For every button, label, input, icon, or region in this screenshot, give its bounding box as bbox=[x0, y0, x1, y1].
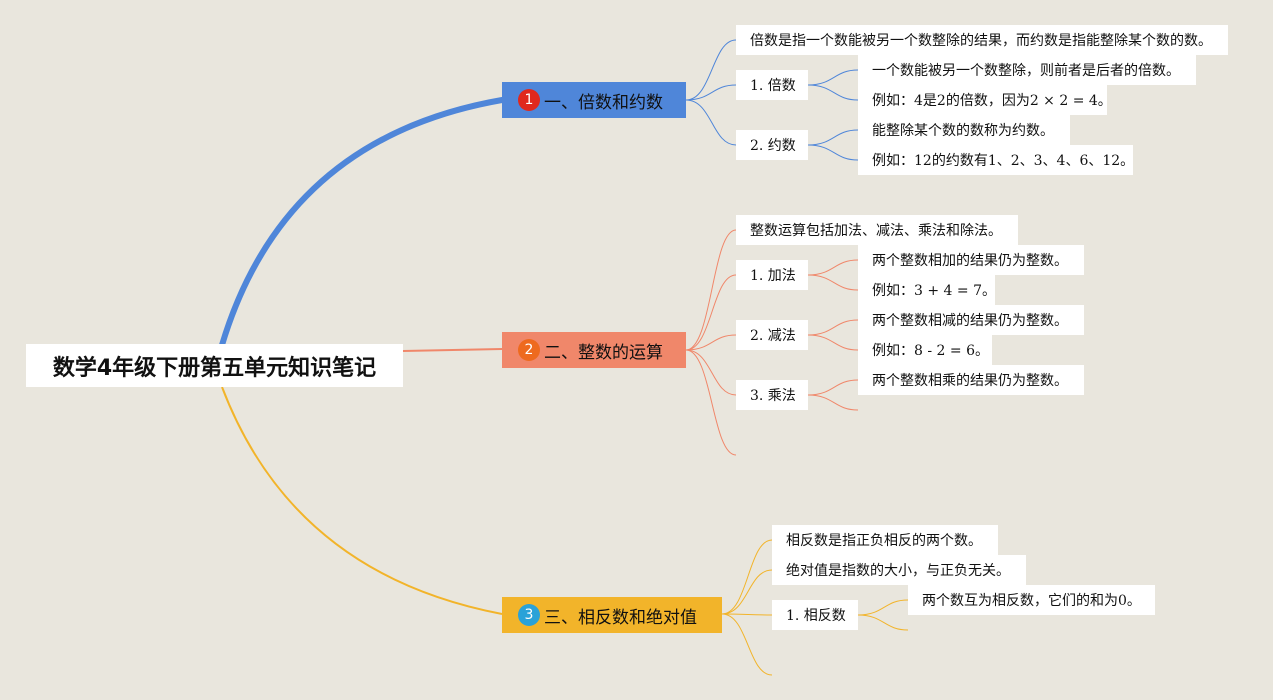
connector-root-branch2 bbox=[402, 348, 503, 352]
number-badge-2: 2 bbox=[518, 339, 540, 361]
opposites-definition[interactable]: 两个数互为相反数，它们的和为0。 bbox=[908, 585, 1155, 615]
subtopic-subtraction[interactable]: 2. 减法 bbox=[736, 320, 808, 350]
multiplication-definition[interactable]: 两个整数相乘的结果仍为整数。 bbox=[858, 365, 1084, 395]
addition-example[interactable]: 例如：3 + 4 = 7。 bbox=[858, 275, 996, 305]
number-badge-1: 1 bbox=[518, 89, 540, 111]
branch3-connectors bbox=[721, 539, 909, 676]
divisors-definition[interactable]: 能整除某个数的数称为约数。 bbox=[858, 115, 1070, 145]
multiples-definition[interactable]: 一个数能被另一个数整除，则前者是后者的倍数。 bbox=[858, 55, 1196, 85]
addition-definition[interactable]: 两个整数相加的结果仍为整数。 bbox=[858, 245, 1084, 275]
opposites-summary[interactable]: 相反数是指正负相反的两个数。 bbox=[772, 525, 998, 555]
branch-label: 一、倍数和约数 bbox=[544, 92, 663, 113]
number-badge-3: 3 bbox=[518, 604, 540, 626]
connector-root-branch1 bbox=[219, 97, 505, 348]
branch1-summary[interactable]: 倍数是指一个数能被另一个数整除的结果，而约数是指能整除某个数的数。 bbox=[736, 25, 1228, 55]
subtopic-addition[interactable]: 1. 加法 bbox=[736, 260, 808, 290]
subtopic-divisors[interactable]: 2. 约数 bbox=[736, 130, 808, 160]
divisors-example[interactable]: 例如：12的约数有1、2、3、4、6、12。 bbox=[858, 145, 1134, 175]
multiples-example[interactable]: 例如：4是2的倍数，因为2 × 2 = 4。 bbox=[858, 85, 1112, 115]
branch-label: 二、整数的运算 bbox=[544, 342, 663, 363]
subtopic-opposites[interactable]: 1. 相反数 bbox=[772, 600, 858, 630]
branch2-summary[interactable]: 整数运算包括加法、减法、乘法和除法。 bbox=[736, 215, 1018, 245]
branch-opposites-absolute[interactable]: 3 三、相反数和绝对值 bbox=[502, 597, 722, 633]
branch-multiples-divisors[interactable]: 1 一、倍数和约数 bbox=[502, 82, 686, 118]
connector-root-branch3 bbox=[221, 386, 503, 615]
subtraction-definition[interactable]: 两个整数相减的结果仍为整数。 bbox=[858, 305, 1084, 335]
branch-label: 三、相反数和绝对值 bbox=[544, 607, 697, 628]
branch2-connectors bbox=[685, 229, 859, 456]
absolute-value-summary[interactable]: 绝对值是指数的大小，与正负无关。 bbox=[772, 555, 1026, 585]
subtraction-example[interactable]: 例如：8 - 2 = 6。 bbox=[858, 335, 992, 365]
branch-integer-operations[interactable]: 2 二、整数的运算 bbox=[502, 332, 686, 368]
root-topic[interactable]: 数学4年级下册第五单元知识笔记 bbox=[26, 344, 403, 387]
subtopic-multiplication[interactable]: 3. 乘法 bbox=[736, 380, 808, 410]
branch1-connectors bbox=[685, 39, 859, 161]
subtopic-multiples[interactable]: 1. 倍数 bbox=[736, 70, 808, 100]
